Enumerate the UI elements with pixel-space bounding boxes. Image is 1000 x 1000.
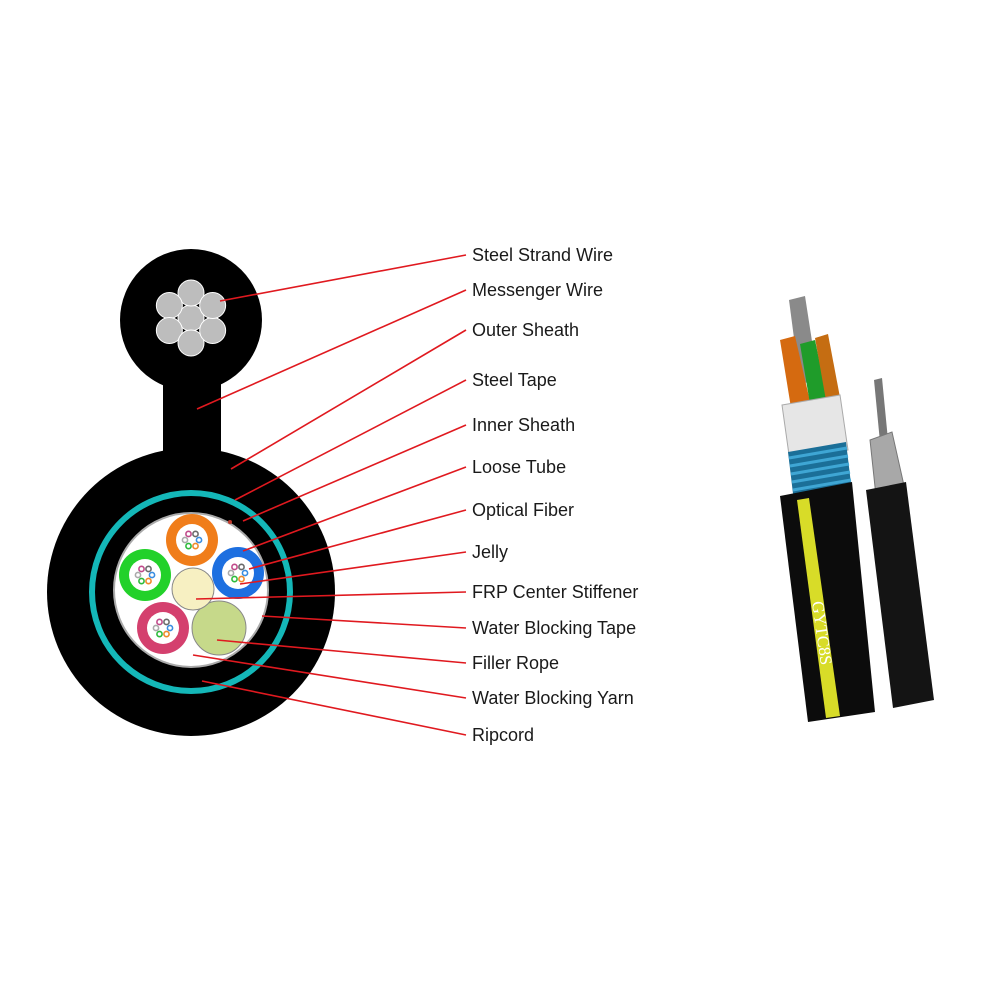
leader-line — [196, 289, 467, 410]
leader-line — [242, 466, 467, 552]
leader-line — [234, 379, 467, 501]
strand-wire — [155, 292, 183, 319]
loose-tube — [166, 514, 218, 566]
loose-tube — [212, 547, 264, 599]
frp-center-stiffener — [171, 567, 215, 611]
optical-fiber — [231, 575, 238, 583]
leader-line — [201, 680, 467, 736]
optical-fiber — [145, 577, 152, 585]
ripcord-dot — [228, 520, 232, 524]
leader-line — [219, 254, 467, 302]
optical-fiber — [138, 577, 145, 585]
steel-tape — [89, 490, 293, 694]
optical-fiber — [241, 569, 249, 577]
strand-wire — [177, 279, 205, 307]
label-steel-tape: Steel Tape — [472, 370, 557, 390]
label-water-blocking-yarn: Water Blocking Yarn — [472, 688, 634, 708]
optical-fiber — [238, 563, 245, 571]
strand-wire — [199, 292, 227, 319]
optical-fiber — [163, 630, 170, 638]
label-messenger-wire: Messenger Wire — [472, 280, 603, 300]
label-filler-rope: Filler Rope — [472, 653, 559, 673]
label-loose-tube: Loose Tube — [472, 457, 566, 477]
optical-fiber — [192, 542, 199, 550]
optical-fiber — [134, 571, 142, 579]
messenger-wire-core — [874, 378, 888, 442]
leader-line — [192, 654, 467, 699]
optical-fiber — [152, 624, 160, 632]
loose-tubes — [119, 514, 264, 654]
label-optical-fiber: Optical Fiber — [472, 500, 574, 520]
leader-line — [242, 424, 467, 522]
label-frp-center-stiffener: FRP Center Stiffener — [472, 582, 638, 602]
label-jelly: Jelly — [472, 542, 508, 562]
cable-3d-view: GYTC8S — [780, 296, 934, 722]
tube-orange — [780, 336, 812, 414]
optical-fiber — [231, 563, 238, 571]
optical-fiber — [185, 542, 192, 550]
tube-green — [800, 340, 830, 416]
optical-fiber — [156, 630, 163, 638]
optical-fiber — [145, 565, 152, 573]
cross-section — [47, 249, 335, 736]
optical-fiber — [227, 569, 235, 577]
optical-fiber — [166, 624, 174, 632]
steel-strand-wire — [155, 279, 227, 357]
optical-fiber — [238, 575, 245, 583]
loose-tube — [137, 602, 189, 654]
leader-line — [216, 639, 467, 664]
optical-fiber — [148, 571, 156, 579]
label-water-blocking-tape: Water Blocking Tape — [472, 618, 636, 638]
strand-wire — [199, 317, 227, 344]
label-inner-sheath: Inner Sheath — [472, 415, 575, 435]
label-outer-sheath: Outer Sheath — [472, 320, 579, 340]
loose-tube — [119, 549, 171, 601]
leader-line — [239, 551, 467, 585]
label-ripcord: Ripcord — [472, 725, 534, 745]
leader-line — [248, 509, 467, 570]
messenger-jacket-3d — [866, 482, 934, 708]
optical-fiber — [195, 536, 203, 544]
leader-line — [261, 615, 467, 629]
optical-fiber — [163, 618, 170, 626]
optical-fiber — [192, 530, 199, 538]
optical-fiber — [156, 618, 163, 626]
leader-line — [195, 591, 467, 600]
optical-fiber — [185, 530, 192, 538]
optical-fiber — [181, 536, 189, 544]
strand-wire — [177, 329, 205, 357]
yellow-stripe — [797, 498, 840, 718]
tube-orange-2 — [815, 334, 842, 412]
leader-line — [230, 329, 467, 470]
label-steel-strand-wire: Steel Strand Wire — [472, 245, 613, 265]
leader-lines — [192, 254, 467, 736]
optical-fiber — [138, 565, 145, 573]
strand-wire — [155, 317, 183, 344]
